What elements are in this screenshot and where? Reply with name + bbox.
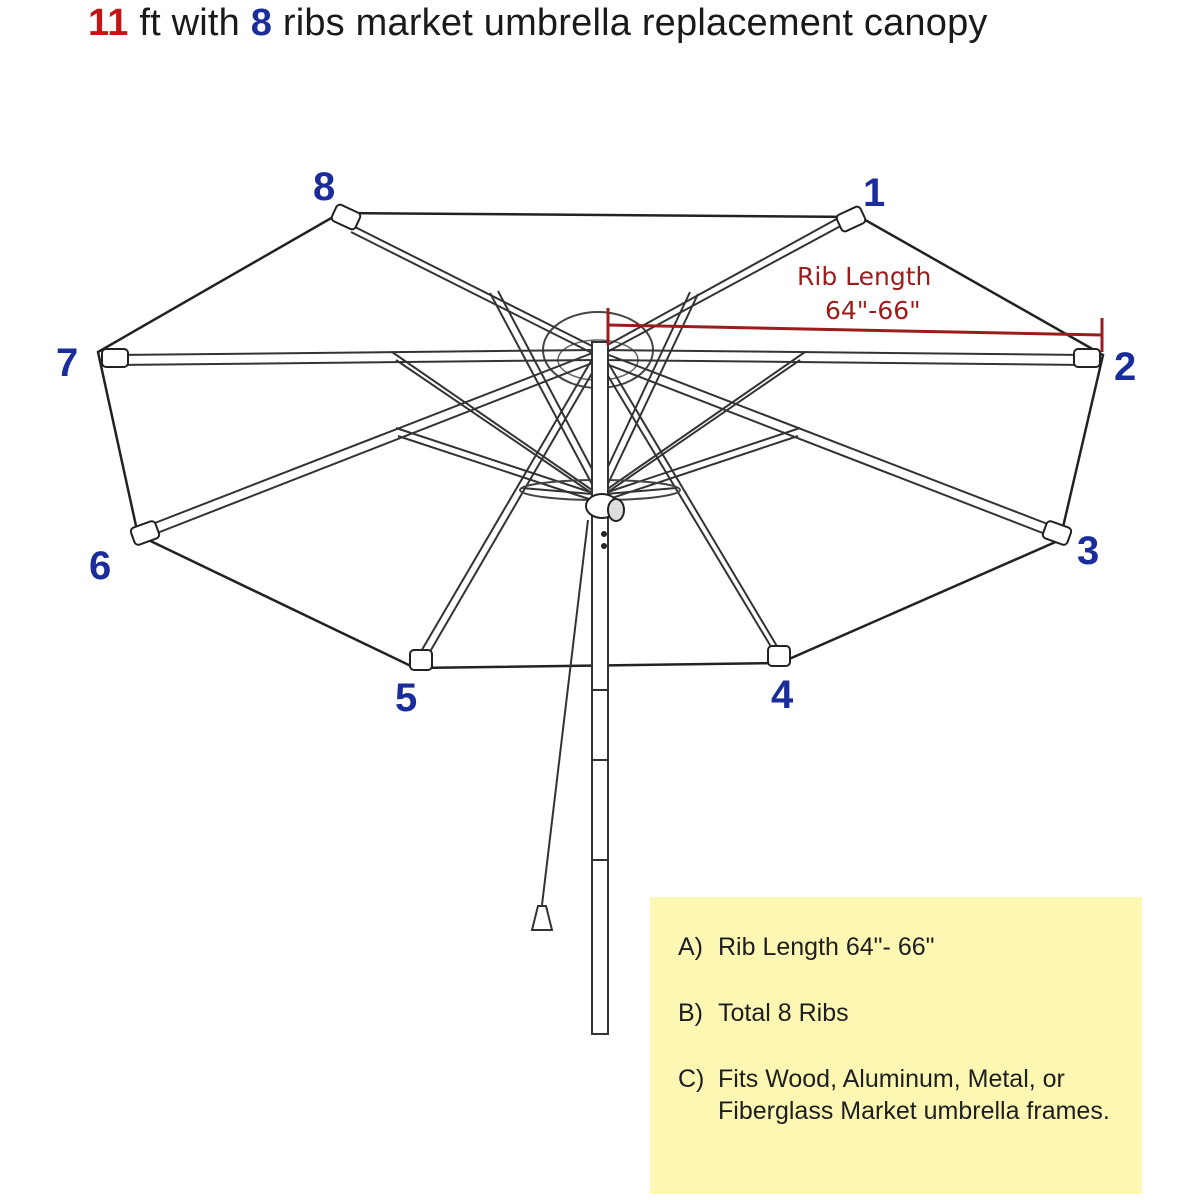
umbrella-pole xyxy=(591,341,609,1035)
rib-number-1: 1 xyxy=(863,171,885,215)
rib-5 xyxy=(415,355,595,661)
pull-cord xyxy=(530,519,589,931)
rib-number-2: 2 xyxy=(1114,345,1136,389)
rib-number-5: 5 xyxy=(395,676,417,720)
rib-6 xyxy=(141,351,596,529)
spec-item-b: B) Total 8 Ribs xyxy=(678,997,1122,1029)
rib-3 xyxy=(600,351,1059,529)
rib-number-8: 8 xyxy=(313,165,335,209)
rib-number-4: 4 xyxy=(771,673,794,717)
ribs xyxy=(117,215,1086,663)
spec-box: A) Rib Length 64"- 66" B) Total 8 Ribs C… xyxy=(650,897,1142,1194)
rib-4 xyxy=(595,355,777,656)
spec-item-c: C) Fits Wood, Aluminum, Metal, or Fiberg… xyxy=(678,1063,1122,1127)
spec-item-letter: C) xyxy=(678,1065,705,1093)
spec-item-letter: A) xyxy=(678,933,703,961)
rib-8 xyxy=(344,221,597,349)
rib-number-7: 7 xyxy=(56,341,78,385)
rib-length-label-line1: Rib Length xyxy=(797,262,931,291)
rib-7 xyxy=(117,349,597,356)
rib-number-3: 3 xyxy=(1077,529,1099,573)
rib-1 xyxy=(595,221,849,359)
title-size-unit: ft with xyxy=(128,2,251,44)
rib-length-dimension xyxy=(606,308,1104,352)
page-title: 11 ft with 8 ribs market umbrella replac… xyxy=(88,2,988,45)
title-rib-count: 8 xyxy=(250,2,273,44)
spec-item-text: Total 8 Ribs xyxy=(718,999,849,1027)
spec-item-letter: B) xyxy=(678,999,703,1027)
crank-handle xyxy=(585,493,625,549)
rib-tip-caps xyxy=(101,203,1101,671)
spec-item-text: Fits Wood, Aluminum, Metal, or Fiberglas… xyxy=(718,1065,1110,1125)
title-size-number: 11 xyxy=(88,2,129,44)
spec-item-a: A) Rib Length 64"- 66" xyxy=(678,931,1122,963)
spec-item-text: Rib Length 64"- 66" xyxy=(718,933,935,961)
rib-number-6: 6 xyxy=(89,544,111,588)
rib-2 xyxy=(599,349,1086,356)
title-rest: ribs market umbrella replacement canopy xyxy=(272,2,988,44)
rib-length-label-line2: 64"-66" xyxy=(825,296,921,325)
